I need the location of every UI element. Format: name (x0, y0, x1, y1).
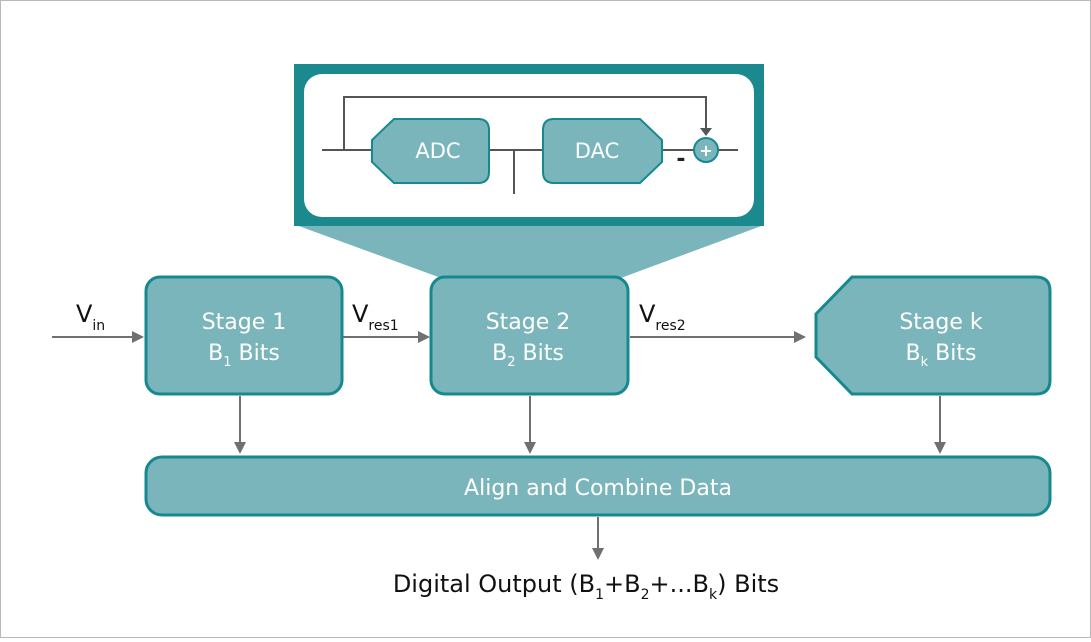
stage-2-block: Stage 2 B2 Bits (429, 275, 630, 396)
feedforward-wire (343, 96, 707, 150)
adc-block: ADC (371, 118, 490, 184)
stage-detail-inset: ADC DAC + - (294, 64, 764, 226)
digital-output-label: Digital Output (B1+B2+...Bk) Bits (393, 570, 779, 603)
stage-k-title: Stage k (899, 310, 983, 335)
dac-block: DAC (542, 118, 663, 184)
feedforward-arrowhead (700, 128, 712, 136)
stage-2-title: Stage 2 (486, 310, 571, 335)
summing-node: + (693, 137, 719, 163)
stage-k-block: Stage k Bk Bits (814, 275, 1052, 396)
vin-label: Vin (76, 300, 105, 334)
zoom-funnel (296, 225, 764, 282)
minus-sign: - (676, 147, 685, 172)
adc-label: ADC (415, 139, 460, 163)
plus-sign: + (699, 141, 712, 160)
stage-2-bits: B2 Bits (492, 341, 564, 370)
vres1-label: Vres1 (352, 300, 399, 334)
dac-label: DAC (575, 139, 619, 163)
stage-1-block: Stage 1 B1 Bits (144, 275, 344, 396)
stage-1-title: Stage 1 (202, 310, 287, 335)
vres2-label: Vres2 (639, 300, 686, 334)
stage-k-bits: Bk Bits (906, 341, 977, 370)
align-combine-label: Align and Combine Data (464, 476, 732, 501)
align-combine-block: Align and Combine Data (144, 455, 1052, 517)
stage-1-bits: B1 Bits (208, 341, 280, 370)
